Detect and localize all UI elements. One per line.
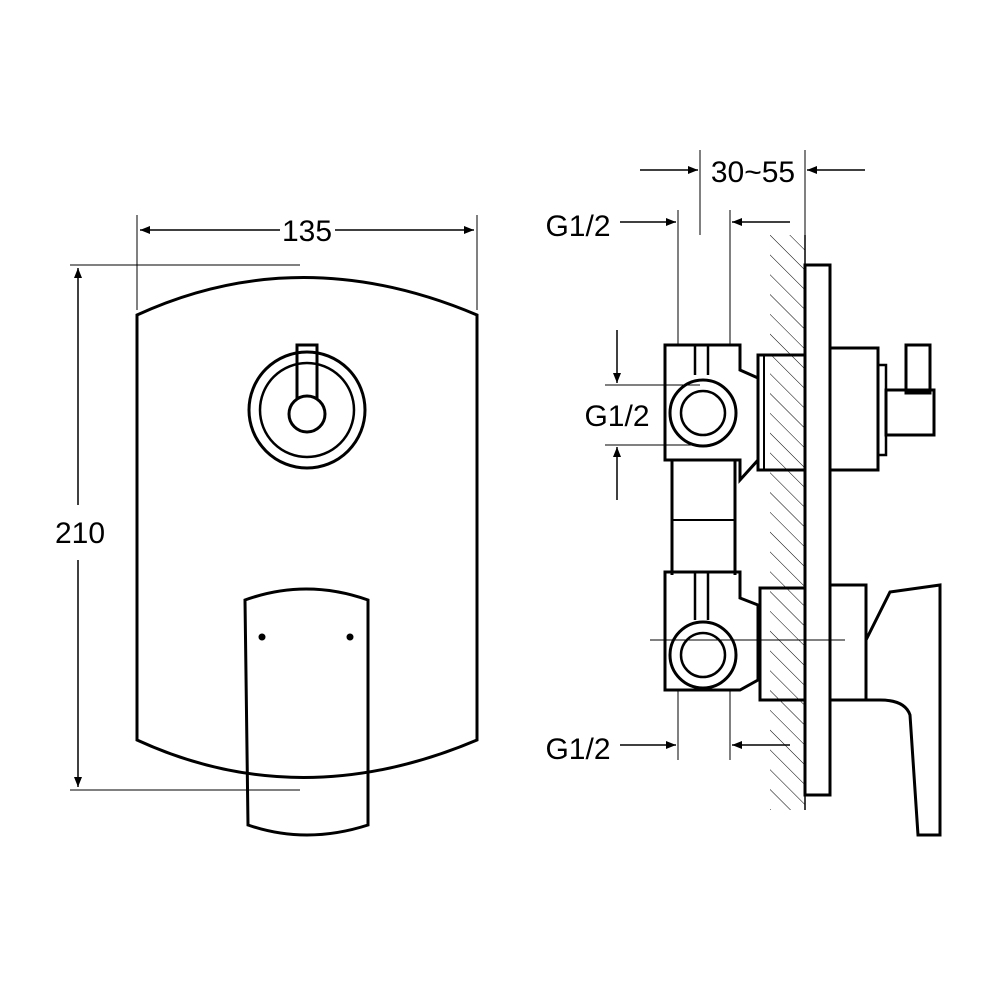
bottom-connection-dimension: G1/2: [545, 690, 790, 766]
width-label: 135: [282, 215, 332, 248]
middle-connection-dimension: G1/2: [584, 330, 700, 500]
height-dimension: 210: [55, 264, 300, 791]
cover-plate: [135, 276, 479, 779]
bottom-connection-label: G1/2: [545, 733, 610, 766]
front-view: 135 210: [55, 215, 479, 837]
top-connection-label: G1/2: [545, 210, 610, 243]
diverter-knob: [247, 343, 367, 470]
height-label: 210: [55, 517, 105, 550]
middle-connection-label: G1/2: [584, 400, 649, 433]
cover-plate-side: [803, 263, 832, 797]
top-connection-dimension: G1/2: [545, 210, 790, 345]
upper-valve-body: [663, 343, 936, 575]
depth-dimension: 30~55: [640, 150, 865, 235]
depth-label: 30~55: [711, 156, 795, 189]
mixer-lever: [243, 587, 370, 837]
side-lever: [864, 583, 942, 837]
lower-valve-body: [650, 570, 942, 837]
wall-hatching: [770, 235, 805, 810]
width-dimension: 135: [136, 215, 478, 310]
side-view: 30~55 G1/2 G1/2 G1/2: [545, 150, 942, 837]
